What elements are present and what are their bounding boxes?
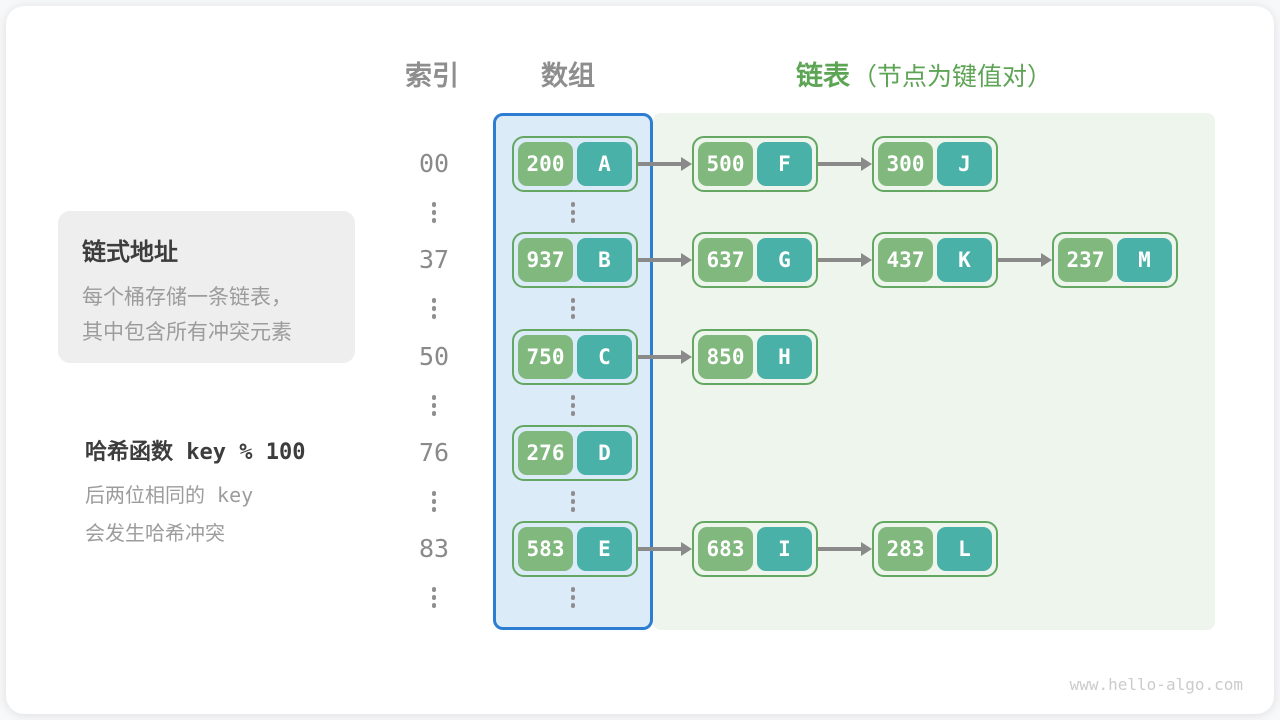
ellipsis-dots: [431, 298, 437, 319]
node-value: B: [577, 238, 632, 282]
node-key: 683: [698, 527, 753, 571]
node-value: E: [577, 527, 632, 571]
list-header-label: 链表: [796, 61, 850, 92]
arrow-icon: [638, 329, 692, 385]
node-key: 583: [518, 527, 573, 571]
column-header-list: 链表 （节点为键值对）: [796, 54, 1052, 93]
node-key: 237: [1058, 238, 1113, 282]
node-value: H: [757, 335, 812, 379]
ellipsis-dots: [570, 587, 576, 608]
bucket-index-label: 83: [418, 534, 450, 563]
node-value: K: [937, 238, 992, 282]
hash-note-line: 会发生哈希冲突: [85, 521, 225, 545]
node-value: L: [937, 527, 992, 571]
column-header-index: 索引: [405, 61, 459, 92]
node-value: J: [937, 142, 992, 186]
list-header-note: （节点为键值对）: [852, 62, 1053, 91]
arrow-icon: [818, 521, 872, 577]
node-value: D: [577, 431, 632, 475]
node-key: 750: [518, 335, 573, 379]
arrow-icon: [818, 136, 872, 192]
node-key: 276: [518, 431, 573, 475]
arrow-icon: [638, 521, 692, 577]
ellipsis-dots: [570, 298, 576, 319]
node-key: 200: [518, 142, 573, 186]
bucket-index-label: 00: [418, 149, 450, 178]
ellipsis-dots: [570, 202, 576, 223]
column-header-array: 数组: [541, 61, 595, 92]
hash-function-note: 后两位相同的 key 会发生哈希冲突: [85, 476, 253, 552]
watermark: www.hello-algo.com: [1069, 675, 1243, 694]
arrow-icon: [638, 136, 692, 192]
ellipsis-dots: [431, 202, 437, 223]
arrow-icon: [998, 232, 1052, 288]
node-key: 937: [518, 238, 573, 282]
node-key: 300: [878, 142, 933, 186]
node-value: F: [757, 142, 812, 186]
concept-line: 每个桶存储一条链表，: [82, 285, 292, 309]
bucket-index-label: 50: [418, 342, 450, 371]
hash-function-title: 哈希函数 key % 100: [85, 440, 306, 465]
node-key: 500: [698, 142, 753, 186]
node-key: 283: [878, 527, 933, 571]
node-value: M: [1117, 238, 1172, 282]
bucket-index-label: 37: [418, 245, 450, 274]
arrow-icon: [818, 232, 872, 288]
ellipsis-dots: [570, 395, 576, 416]
node-value: A: [577, 142, 632, 186]
concept-line: 其中包含所有冲突元素: [82, 320, 292, 344]
bucket-index-label: 76: [418, 438, 450, 467]
node-key: 637: [698, 238, 753, 282]
node-key: 850: [698, 335, 753, 379]
hash-note-line: 后两位相同的 key: [85, 483, 254, 507]
concept-title: 链式地址: [82, 238, 178, 266]
node-value: I: [757, 527, 812, 571]
ellipsis-dots: [570, 491, 576, 512]
concept-box: 链式地址 每个桶存储一条链表， 其中包含所有冲突元素: [58, 211, 355, 363]
node-value: C: [577, 335, 632, 379]
ellipsis-dots: [431, 395, 437, 416]
node-value: G: [757, 238, 812, 282]
ellipsis-dots: [431, 587, 437, 608]
arrow-icon: [638, 232, 692, 288]
ellipsis-dots: [431, 491, 437, 512]
node-key: 437: [878, 238, 933, 282]
